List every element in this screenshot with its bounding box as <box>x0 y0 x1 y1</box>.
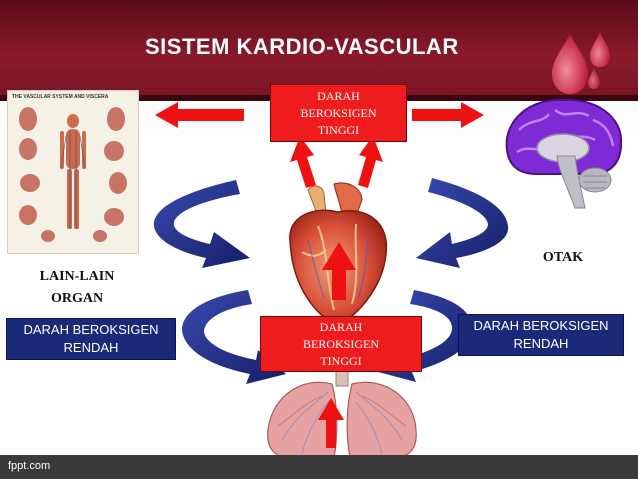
left-box-line2: RENDAH <box>63 340 119 355</box>
footer-brand: fppt.com <box>8 460 51 472</box>
top-box-line2: BEROKSIGEN <box>300 105 377 120</box>
left-label-line2: ORGAN <box>50 291 104 306</box>
arrow-curve-upper-left <box>153 180 250 268</box>
brain-image <box>505 98 623 209</box>
left-label-line1: LAIN-LAIN <box>39 269 115 284</box>
top-info-box: DARAH BEROKSIGEN TINGGI <box>270 84 407 142</box>
left-box-line1: DARAH BEROKSIGEN <box>23 322 159 337</box>
arrow-curve-upper-right <box>416 178 509 268</box>
brain-label: OTAK <box>542 250 584 265</box>
right-info-box: DARAH BEROKSIGEN RENDAH <box>458 314 624 356</box>
left-organ-label: LAIN-LAIN ORGAN <box>22 266 132 310</box>
mid-box-line3: TINGGI <box>320 353 362 368</box>
header-band <box>0 0 638 95</box>
arrow-up-heart-red <box>322 242 356 300</box>
middle-info-box: DARAH BEROKSIGEN TINGGI <box>260 316 422 372</box>
arrow-up-left-red <box>290 136 316 188</box>
mid-box-line2: BEROKSIGEN <box>302 336 379 351</box>
arrow-left-red <box>155 102 244 128</box>
poster-title: THE VASCULAR SYSTEM AND VISCERA <box>12 94 109 100</box>
arrow-up-right-red <box>358 136 383 188</box>
top-box-line3: TINGGI <box>317 122 360 137</box>
slide-title: SISTEM KARDIO-VASCULAR <box>145 34 459 59</box>
top-box-line1: DARAH <box>317 88 360 103</box>
arrow-up-lungs-red <box>318 398 344 448</box>
poster-figures <box>19 107 127 242</box>
blood-drop-icon <box>552 32 610 94</box>
vascular-poster-image: THE VASCULAR SYSTEM AND VISCERA <box>7 90 139 254</box>
mid-box-line1: DARAH <box>319 319 363 334</box>
left-info-box: DARAH BEROKSIGEN RENDAH <box>6 318 176 360</box>
right-box-line1: DARAH BEROKSIGEN <box>473 318 609 333</box>
lungs-image <box>267 366 417 458</box>
footer-bar <box>0 455 638 479</box>
right-box-line2: RENDAH <box>513 336 569 351</box>
arrow-right-red <box>412 102 484 128</box>
